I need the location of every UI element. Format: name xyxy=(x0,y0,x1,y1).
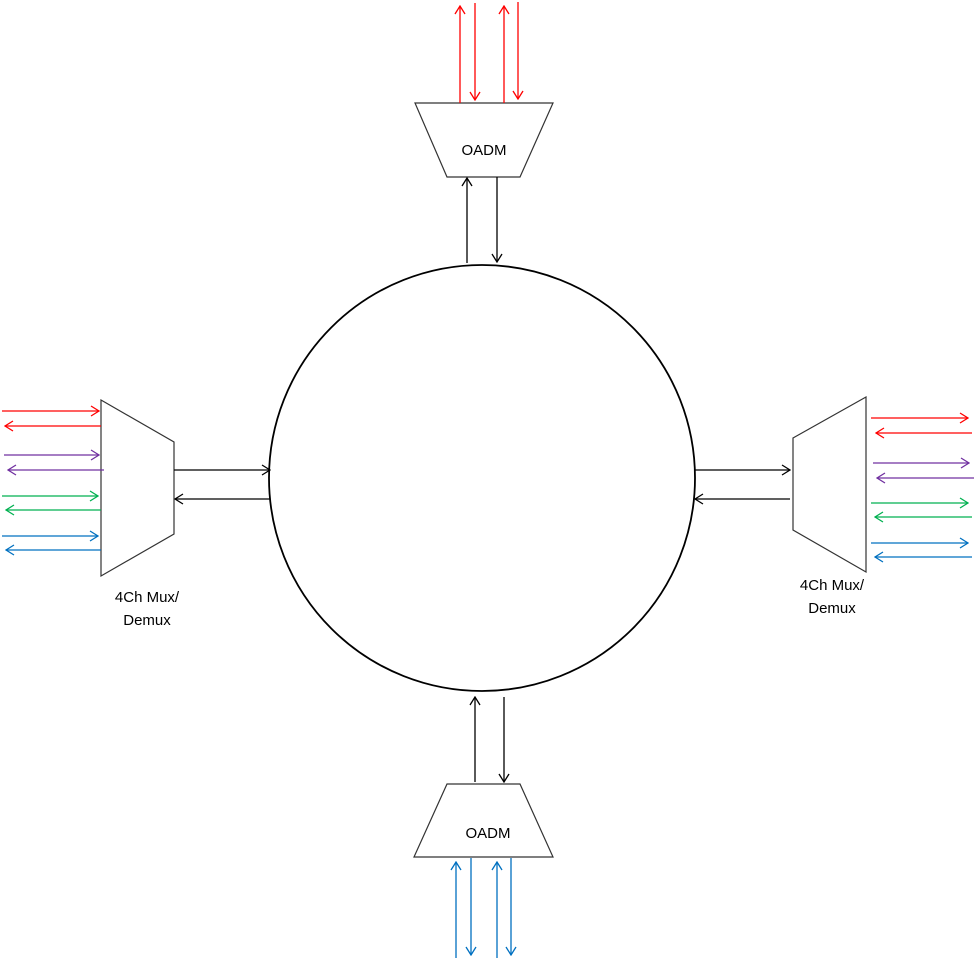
right-mux-label-line1: 4Ch Mux/ xyxy=(800,577,865,594)
right-mux-demux-node: 4Ch Mux/ Demux xyxy=(694,395,974,617)
top-oadm-label: OADM xyxy=(462,142,507,159)
top-oadm-node: OADM xyxy=(414,2,554,263)
left-mux-label-line2: Demux xyxy=(123,612,171,629)
top-oadm-shape xyxy=(414,102,554,178)
bottom-oadm-label: OADM xyxy=(466,825,511,842)
left-mux-label-line1: 4Ch Mux/ xyxy=(115,589,180,606)
right-mux-label-line2: Demux xyxy=(808,600,856,617)
bottom-oadm-node: OADM xyxy=(413,697,554,958)
left-mux-demux-node: 4Ch Mux/ Demux xyxy=(2,398,270,629)
bottom-oadm-shape xyxy=(413,783,554,858)
right-mux-shape xyxy=(792,395,867,574)
left-mux-shape xyxy=(100,398,175,578)
fiber-ring xyxy=(268,264,696,692)
